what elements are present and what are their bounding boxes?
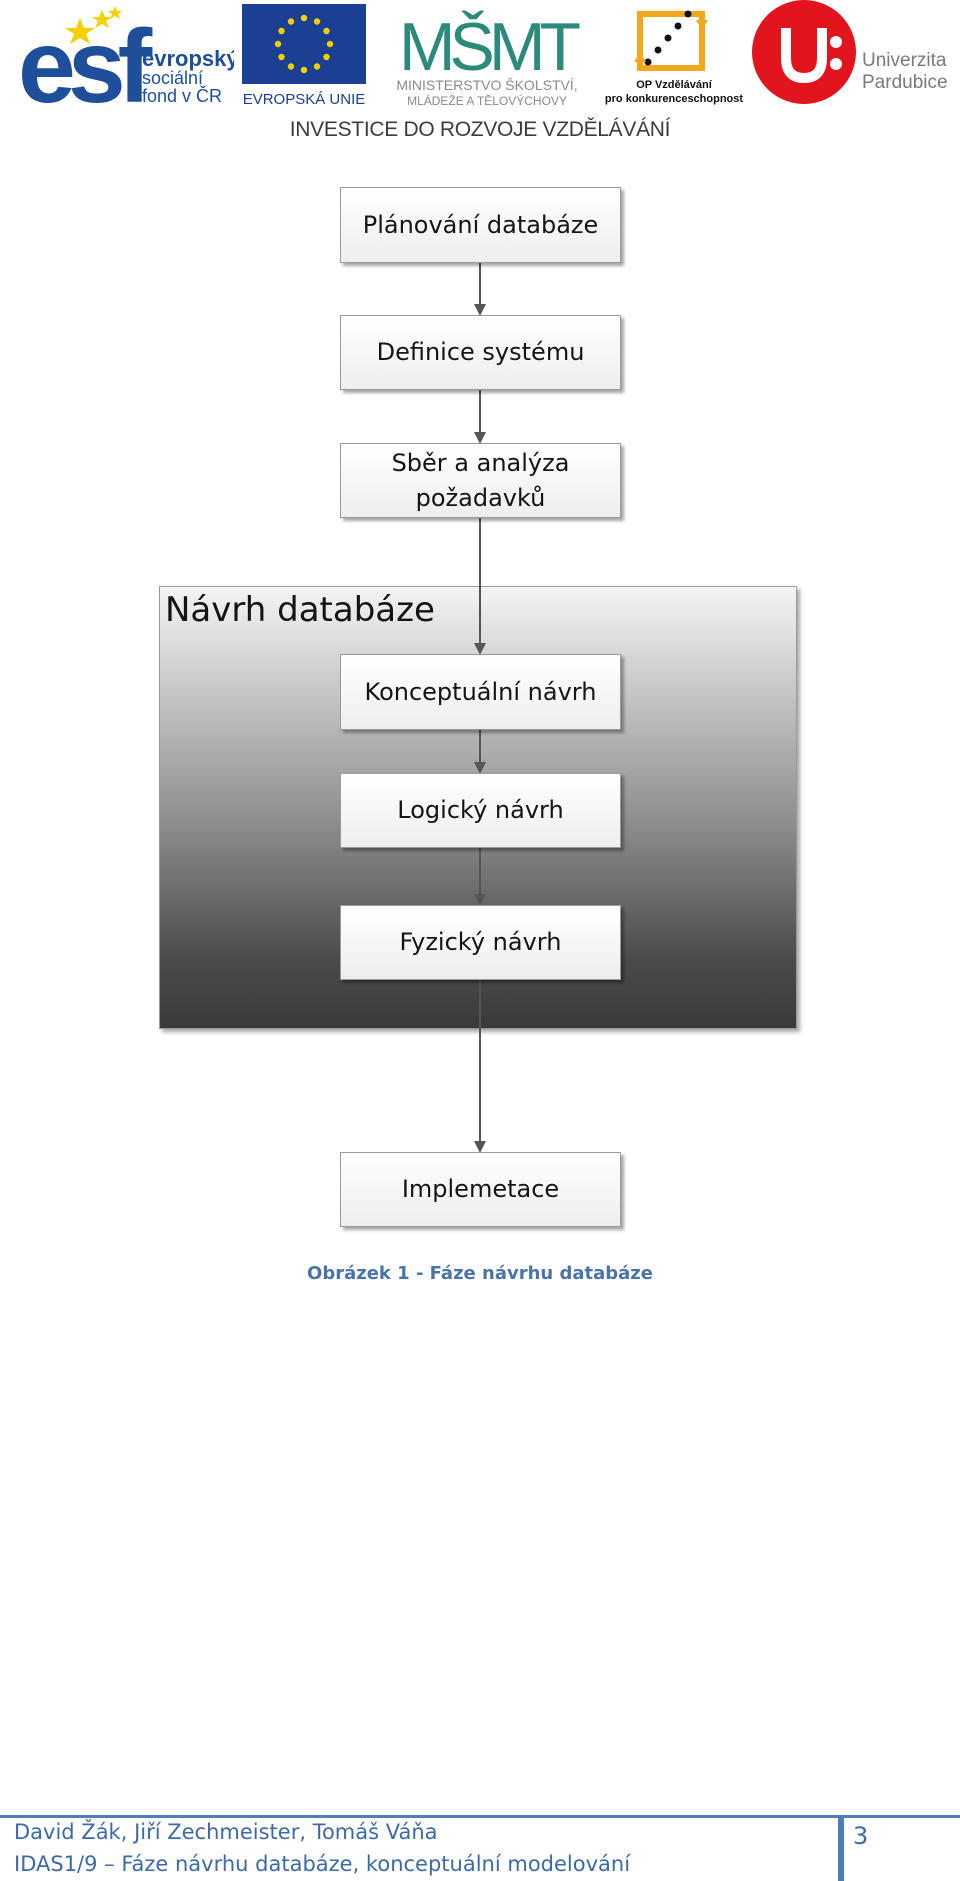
- step-fyzicky: Fyzický návrh: [340, 905, 621, 980]
- step-sber-analyza: Sběr a analýza požadavků: [340, 443, 621, 518]
- step-label: Plánování databáze: [362, 210, 599, 239]
- footer-authors: David Žák, Jiří Zechmeister, Tomáš Váňa: [14, 1820, 438, 1844]
- footer-rule: [0, 1815, 960, 1818]
- flow-arrows: [474, 262, 486, 1153]
- eu-flag-logo: EVROPSKÁ UNIE: [242, 4, 366, 108]
- design-phase-group-title: Návrh databáze: [165, 590, 435, 630]
- step-label: Sběr a analýza požadavků: [391, 448, 570, 512]
- step-planovani: Plánování databáze: [340, 187, 621, 263]
- header-caption: INVESTICE DO ROZVOJE VZDĚLÁVÁNÍ: [289, 118, 671, 141]
- footer-page-divider: [838, 1815, 844, 1881]
- opvk-logo: OP Vzdělávání pro konkurenceschopnost: [605, 10, 743, 105]
- step-implementace: Implemetace: [340, 1152, 621, 1227]
- esf-logo: esf evropský sociální fond v ČR: [18, 6, 234, 108]
- database-design-flowchart: Návrh databáze Plánování databáze Defini…: [159, 187, 797, 1284]
- esf-logo-line1: evropský: [142, 46, 234, 71]
- step-label: Definice systému: [376, 338, 585, 366]
- step-konceptualni: Konceptuální návrh: [340, 654, 621, 730]
- msmt-logo-line2: MLÁDEŽE A TĚLOVÝCHOVY: [407, 93, 567, 108]
- step-label: Fyzický návrh: [399, 928, 562, 956]
- svg-text:MŠMT: MŠMT: [399, 9, 580, 85]
- svg-text:esf: esf: [18, 9, 153, 108]
- msmt-logo: MŠMT MINISTERSTVO ŠKOLSTVÍ, MLÁDEŽE A TĚ…: [396, 9, 585, 108]
- esf-logo-line3: fond v ČR: [142, 85, 222, 106]
- upa-logo-line2: Pardubice: [862, 72, 948, 93]
- upa-logo: Univerzita Pardubice: [752, 0, 948, 104]
- step-logicky: Logický návrh: [340, 773, 621, 848]
- esf-logo-line2: sociální: [142, 68, 203, 88]
- eu-logo-label: EVROPSKÁ UNIE: [243, 91, 366, 108]
- step-label: Konceptuální návrh: [364, 677, 597, 706]
- step-definice: Definice systému: [340, 315, 621, 390]
- footer-course-title: IDAS1/9 – Fáze návrhu databáze, konceptu…: [14, 1852, 631, 1876]
- step-label: Implemetace: [401, 1175, 560, 1203]
- msmt-logo-line1: MINISTERSTVO ŠKOLSTVÍ,: [396, 77, 577, 93]
- header-logos: esf evropský sociální fond v ČR EVROPSKÁ…: [0, 0, 960, 150]
- figure-caption: Obrázek 1 - Fáze návrhu databáze: [307, 1263, 653, 1284]
- upa-logo-line1: Univerzita: [862, 50, 947, 71]
- step-label: Logický návrh: [397, 796, 564, 824]
- opvk-logo-line2: pro konkurenceschopnost: [605, 93, 743, 105]
- page-number: 3: [853, 1822, 869, 1850]
- opvk-logo-line1: OP Vzdělávání: [636, 79, 713, 91]
